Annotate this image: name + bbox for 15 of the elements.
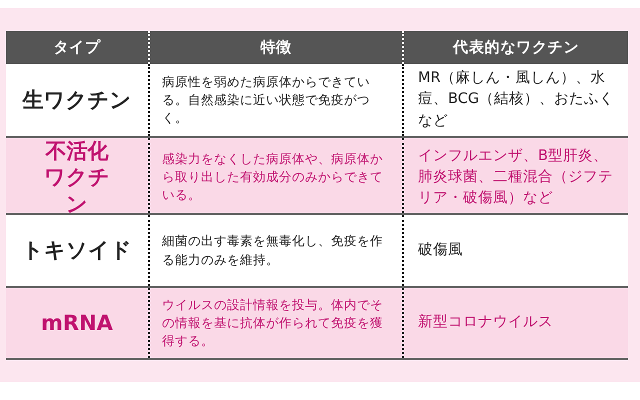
vaccine-examples: インフルエンザ、B型肝炎、肺炎球菌、二種混合（ジフテリア・破傷風）など — [418, 146, 614, 208]
vaccine-type: 生ワクチン — [22, 86, 132, 114]
column-header: 代表的なワクチン — [453, 37, 579, 58]
vaccine-examples: MR（麻しん・風しん）、水痘、BCG（結核）、おたふくなど — [418, 69, 616, 130]
feature-text: 感染力をなくした病原体や、病原体から取り出した有効成分のみからできている。 — [162, 150, 384, 204]
vaccine-examples: 破傷風 — [418, 240, 463, 260]
vaccine-type: 不活化ワクチン — [43, 138, 111, 217]
vaccine-examples: 新型コロナウイルス — [418, 312, 553, 332]
feature-text: ウイルスの設計情報を投与。体内でその情報を基に抗体が作られて免疫を獲得する。 — [162, 296, 384, 350]
column-header: タイプ — [53, 37, 101, 58]
column-header: 特徴 — [260, 37, 292, 58]
vaccine-type: トキソイド — [22, 237, 132, 264]
feature-text: 病原性を弱めた病原体からできている。自然感染に近い状態で免疫がつく。 — [162, 72, 371, 128]
vaccine-type: mRNA — [41, 310, 113, 336]
feature-text: 細菌の出す毒素を無毒化し、免疫を作る能力のみを維持。 — [162, 232, 384, 268]
